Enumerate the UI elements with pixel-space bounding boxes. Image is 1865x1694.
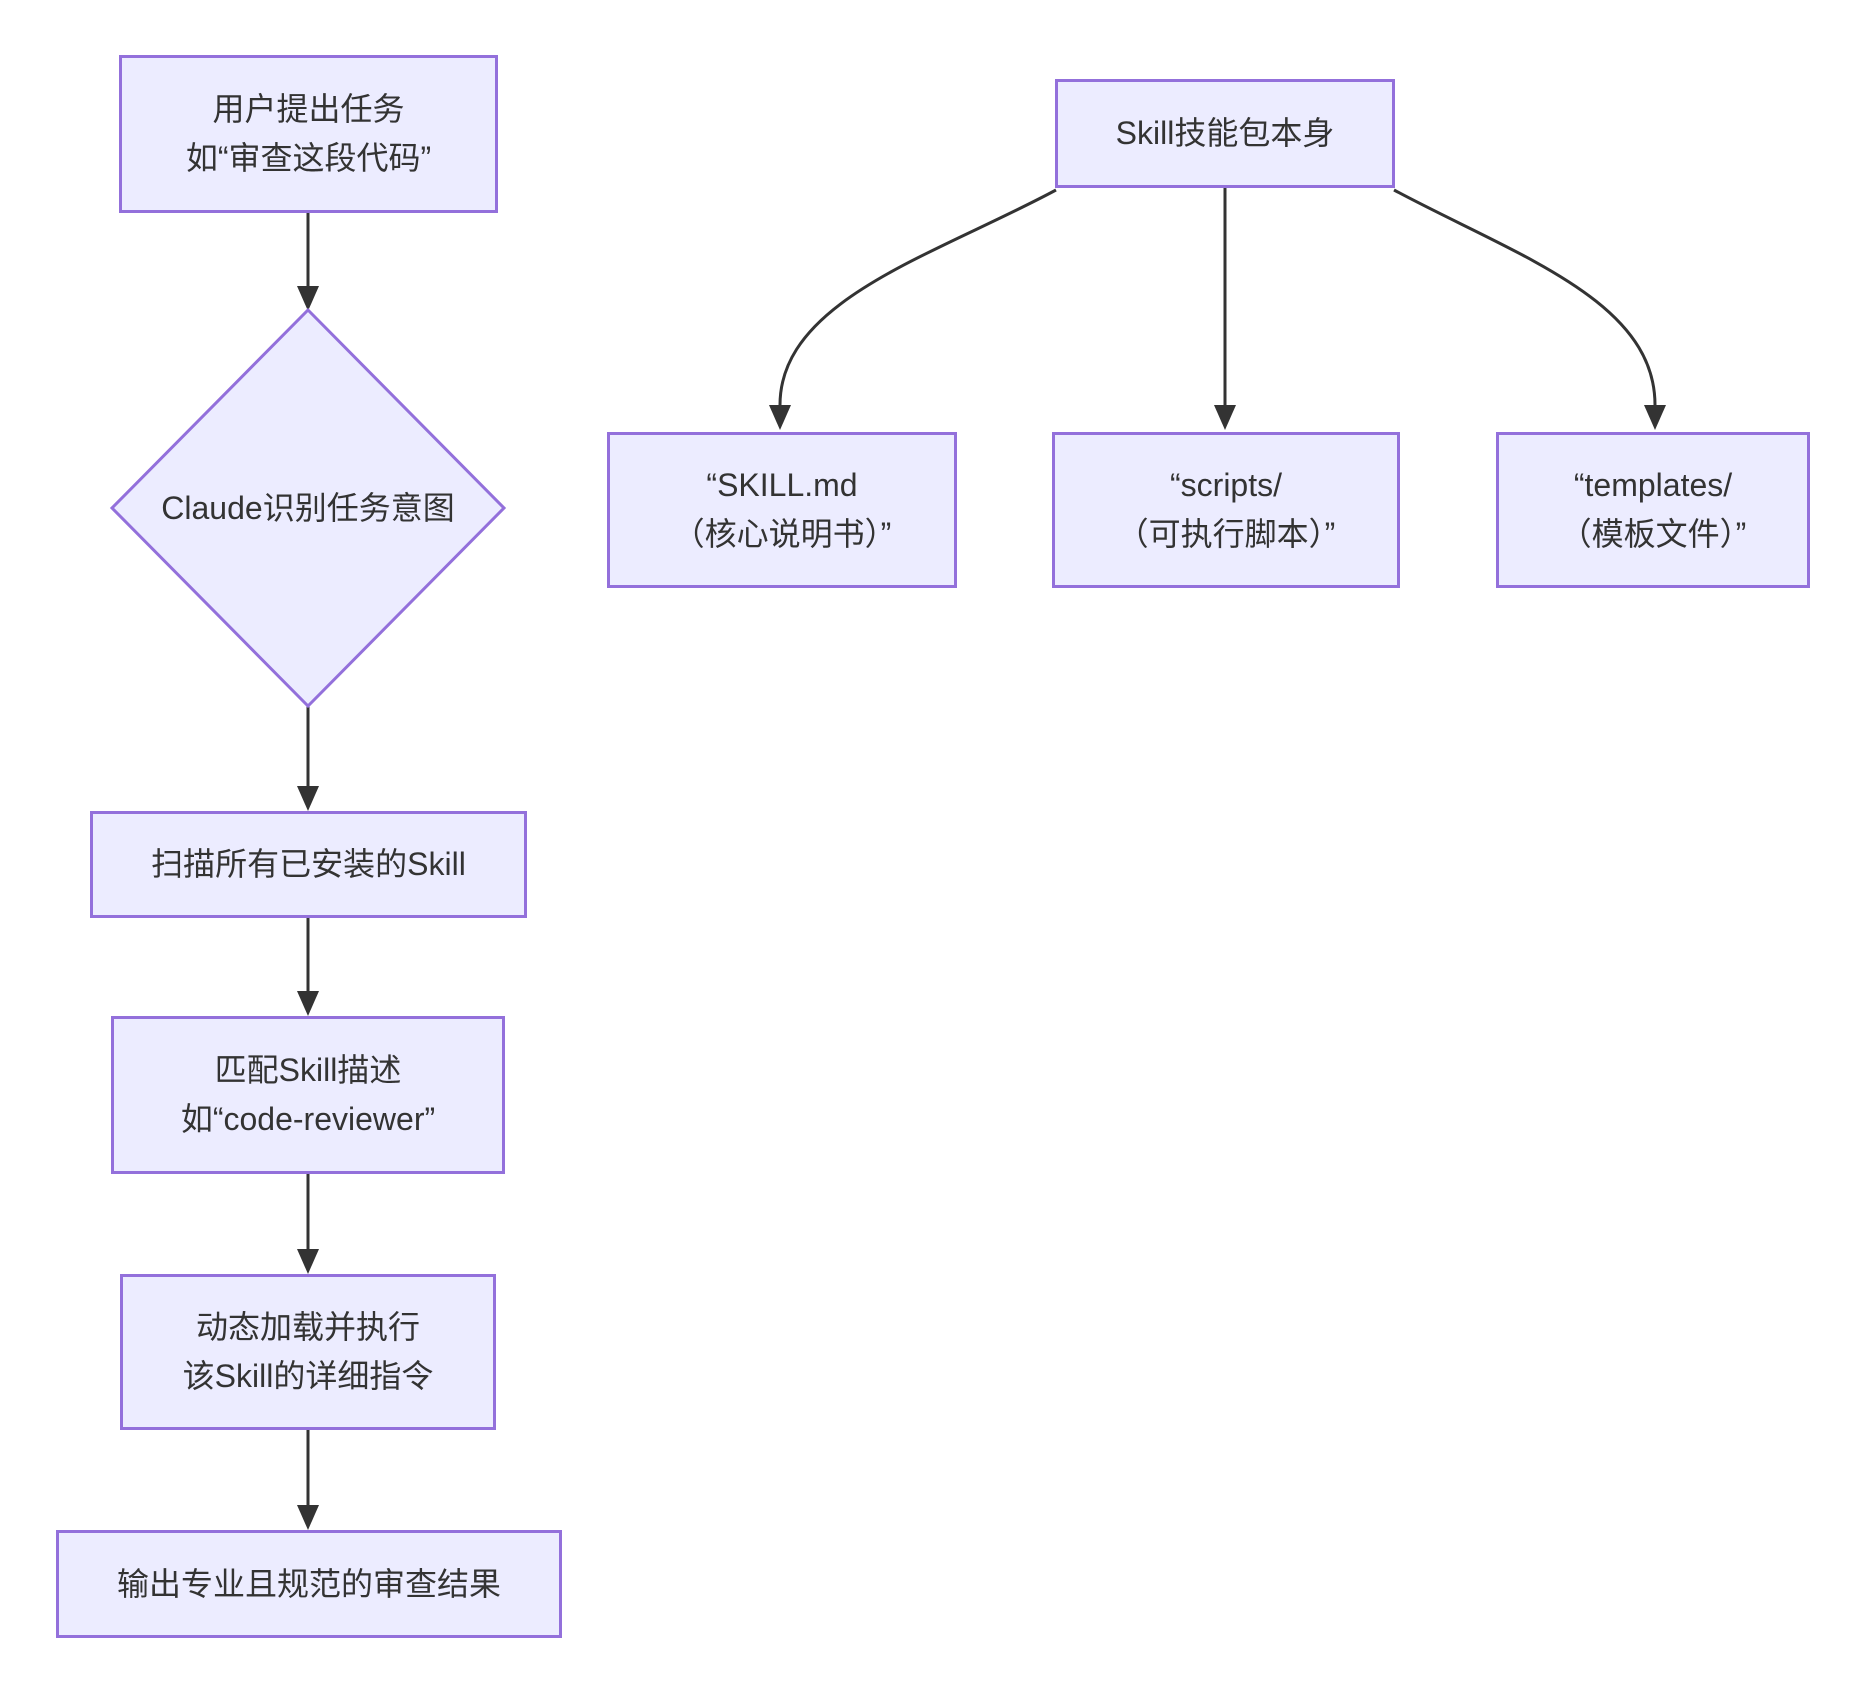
arrowhead-package-to-templates — [1644, 405, 1666, 430]
node-scan-skills: 扫描所有已安装的Skill — [90, 811, 527, 918]
node-load-execute: 动态加载并执行 该Skill的详细指令 — [120, 1274, 496, 1430]
diamond-claude-intent-shape — [109, 307, 507, 709]
node-skill-md: “SKILL.md （核心说明书）” — [607, 432, 957, 588]
node-skill-package: Skill技能包本身 — [1055, 79, 1395, 188]
arrowhead-scan-to-match — [297, 991, 319, 1016]
node-scripts-line1: “scripts/ — [1170, 467, 1282, 503]
node-output-result-label: 输出专业且规范的审查结果 — [116, 1565, 501, 1602]
arrowhead-match-to-load — [297, 1249, 319, 1274]
arrowhead-load-to-output — [297, 1505, 319, 1530]
node-skill-package-label: Skill技能包本身 — [1115, 115, 1335, 151]
node-user-task-line2: 如“审查这段代码” — [185, 140, 432, 176]
node-templates-line1: “templates/ — [1573, 467, 1733, 503]
node-scripts-line2: （可执行脚本）” — [1116, 516, 1336, 552]
node-load-execute-line2: 该Skill的详细指令 — [182, 1358, 434, 1394]
node-claude-intent-label: Claude识别任务意图 — [161, 489, 455, 526]
node-load-execute-line1: 动态加载并执行 — [195, 1309, 420, 1345]
arrowhead-user-task-to-intent — [297, 286, 319, 311]
node-user-task-line1: 用户提出任务 — [212, 91, 405, 127]
arrowhead-package-to-skillmd — [769, 405, 791, 430]
node-user-task: 用户提出任务 如“审查这段代码” — [119, 55, 498, 213]
node-skill-md-line2: （核心说明书）” — [672, 516, 892, 552]
edge-package-to-skillmd — [778, 188, 1057, 406]
node-output-result: 输出专业且规范的审查结果 — [56, 1530, 562, 1638]
edge-package-to-templates — [1393, 188, 1657, 406]
node-match-skill-line1: 匹配Skill描述 — [214, 1052, 402, 1088]
arrowhead-intent-to-scan — [297, 786, 319, 811]
node-match-skill-line2: 如“code-reviewer” — [180, 1101, 436, 1137]
node-scan-skills-label: 扫描所有已安装的Skill — [151, 846, 466, 882]
node-templates-line2: （模板文件）” — [1559, 516, 1747, 552]
node-scripts: “scripts/ （可执行脚本）” — [1052, 432, 1400, 588]
node-match-skill: 匹配Skill描述 如“code-reviewer” — [111, 1016, 505, 1174]
node-skill-md-line1: “SKILL.md — [706, 467, 858, 503]
arrowhead-package-to-scripts — [1214, 405, 1236, 430]
node-claude-intent: Claude识别任务意图 — [112, 312, 504, 704]
node-templates: “templates/ （模板文件）” — [1496, 432, 1810, 588]
